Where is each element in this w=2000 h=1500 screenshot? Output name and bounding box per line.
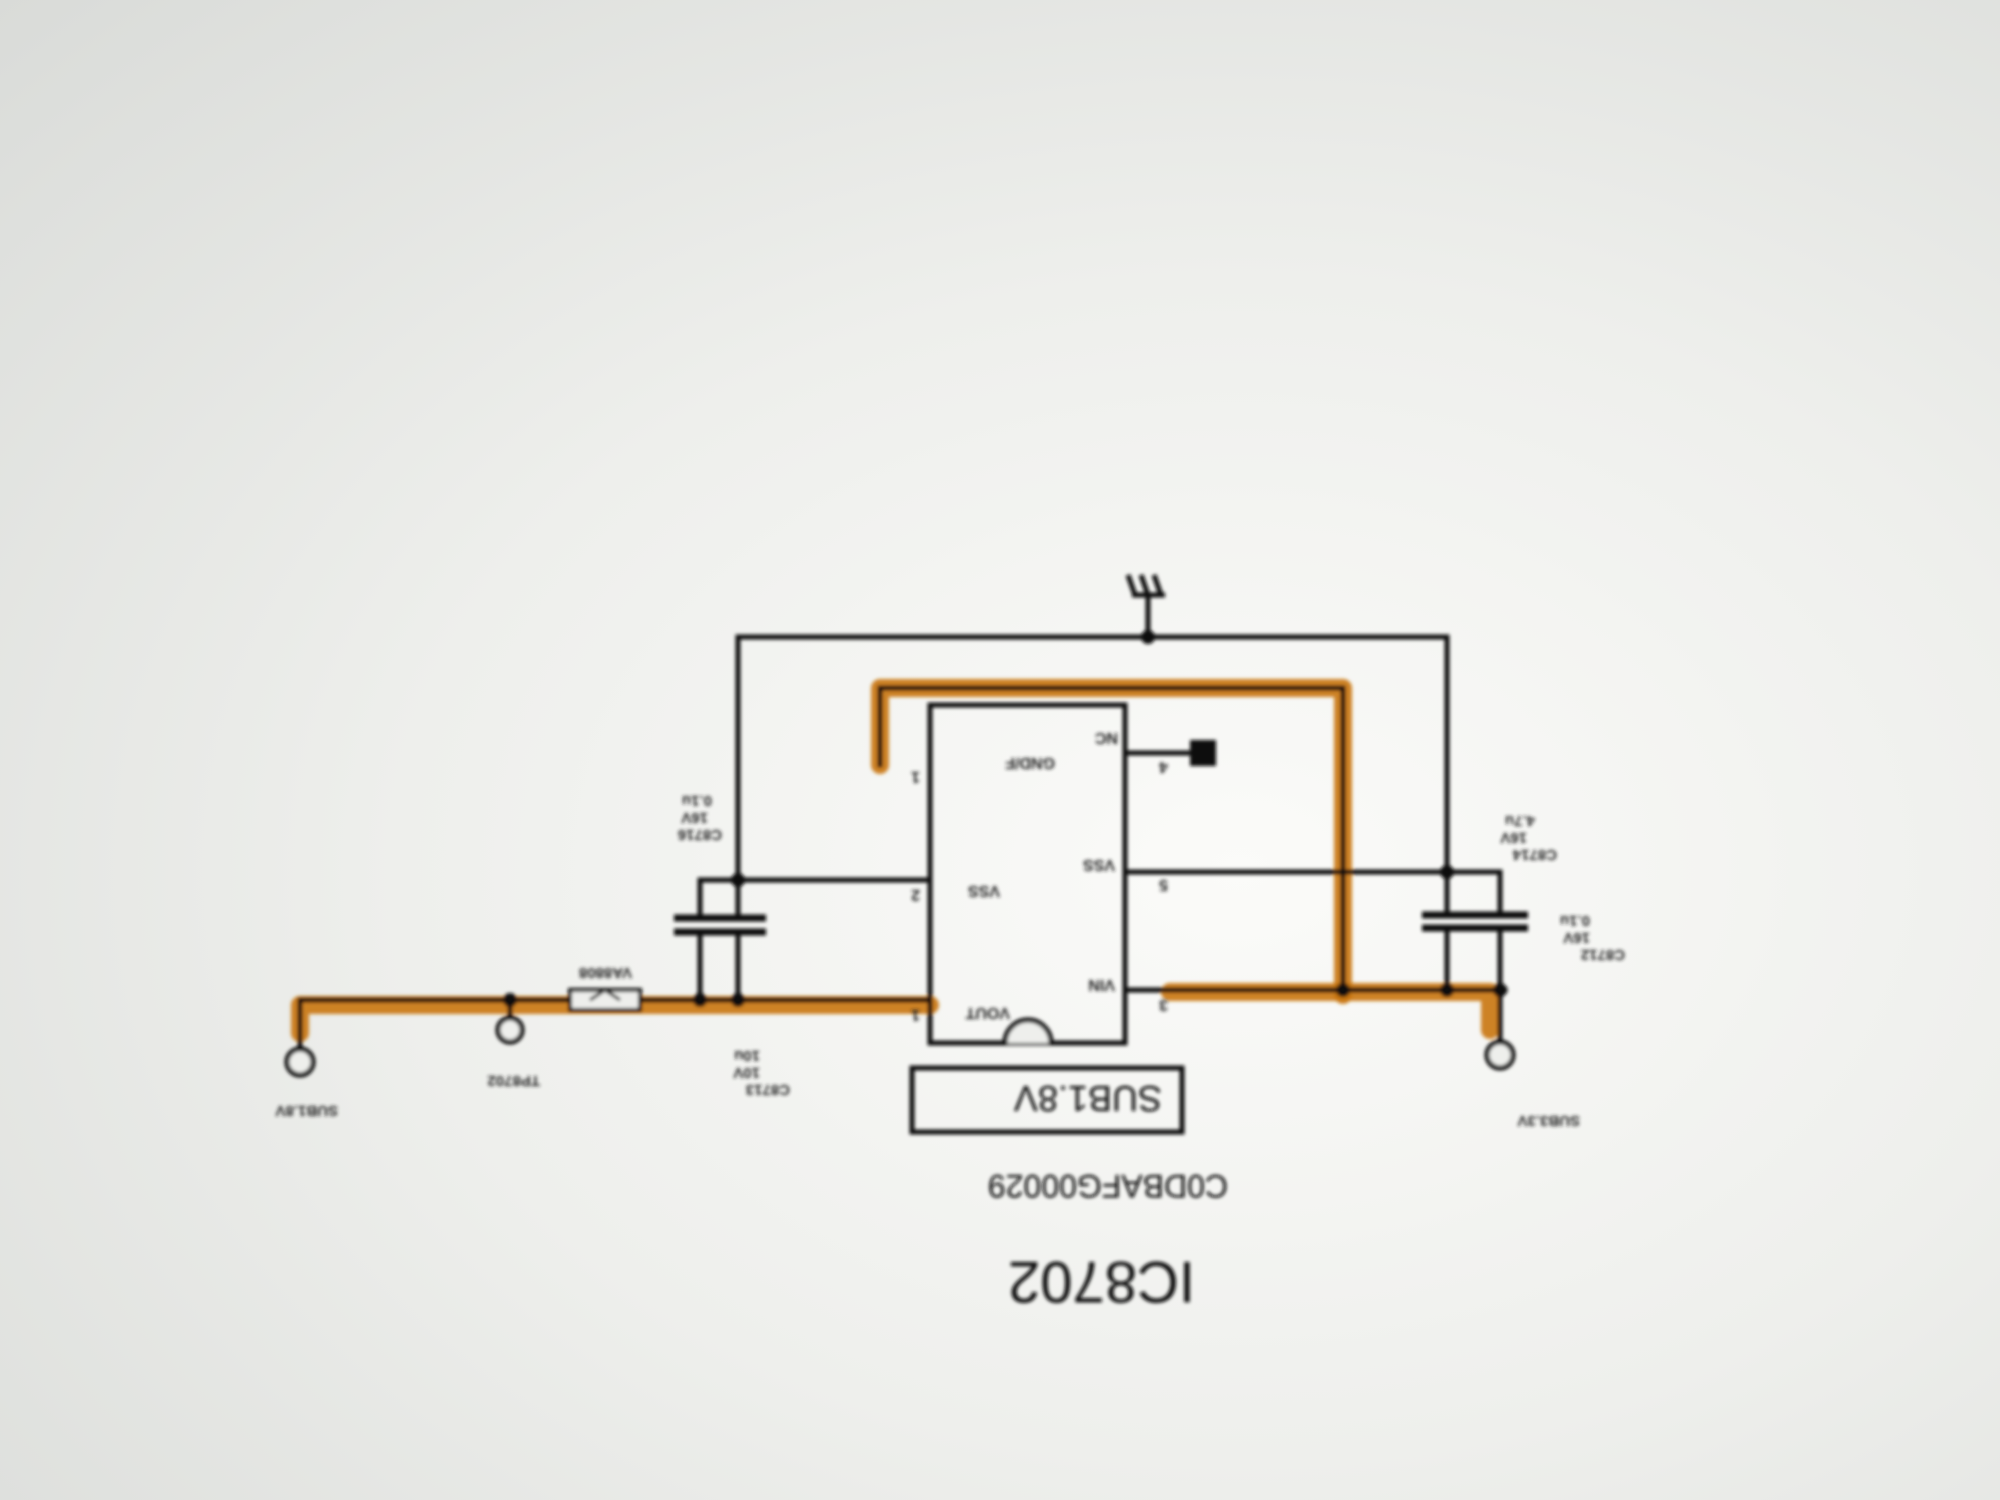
pin-vss-left-num: 2 [911,886,920,903]
c8712-ref: C8712 [1581,946,1625,963]
pin-vss-right-name: VSS [1083,856,1115,873]
pin-nc-name: NC [1094,729,1118,746]
schematic-text: IC8702 C0DBAFG00029 SUB1.8V GND/F 1 NC 4… [275,729,1625,1314]
c8716-value: 0.1u [682,792,712,809]
pin-vout-num: 1 [911,1006,920,1023]
right-net-terminal [1484,1039,1516,1071]
pin-nc-num: 4 [1159,758,1168,775]
c8716-voltage: 16V [681,809,708,826]
testpoint-terminal [495,1015,525,1045]
pin-vin-num: 3 [1159,996,1168,1013]
pin-gnd-num: 1 [911,768,920,785]
pin-vin-name: VIN [1088,976,1115,993]
c8714-value: 4.7u [1505,812,1535,829]
c8713-voltage: 10V [733,1064,760,1081]
input-rail-highlight [1161,983,1499,1039]
right-net-label: SUB3.3V [1517,1112,1580,1129]
ic-title: IC8702 [1008,1249,1195,1314]
c8713-ref: C8713 [746,1081,790,1098]
nc-terminal [1190,740,1216,766]
top-ground-bus [735,634,1450,883]
resistor-ref: VA8808 [579,964,632,981]
testpoint-ref: TP8702 [487,1072,540,1089]
c8714-ref: C8714 [1512,846,1557,863]
ic-part-number: C0DBAFG00029 [988,1168,1228,1204]
c8716-ref: C8716 [678,826,722,843]
ic-notch [1002,1017,1054,1044]
pin-vss-left-name: VSS [968,882,1000,899]
c8712-value: 0.1u [1560,912,1590,929]
left-net-label: SUB1.8V [275,1102,338,1119]
ic-value-label: SUB1.8V [1014,1078,1162,1119]
c8712-voltage: 16V [1563,929,1590,946]
gnd-pin-loop [877,685,1346,991]
ic-value-box [909,1065,1185,1135]
wiring [297,592,1508,1051]
net-terminals [284,1015,1516,1078]
junction-dots [503,630,1507,1007]
c8713-value: 10u [734,1047,760,1064]
output-resistor [568,988,642,1012]
left-net-terminal [284,1046,316,1078]
pin-vss-right-num: 5 [1159,876,1168,893]
capacitors [674,911,1528,936]
highlight-traces [291,679,1499,1042]
c8714-voltage: 16V [1500,829,1527,846]
ic-body [927,702,1128,1046]
ground-symbol [1125,574,1165,598]
pin-vout-name: VOUT [965,1004,1010,1021]
pin-gnd-name: GND/F [1005,754,1055,771]
